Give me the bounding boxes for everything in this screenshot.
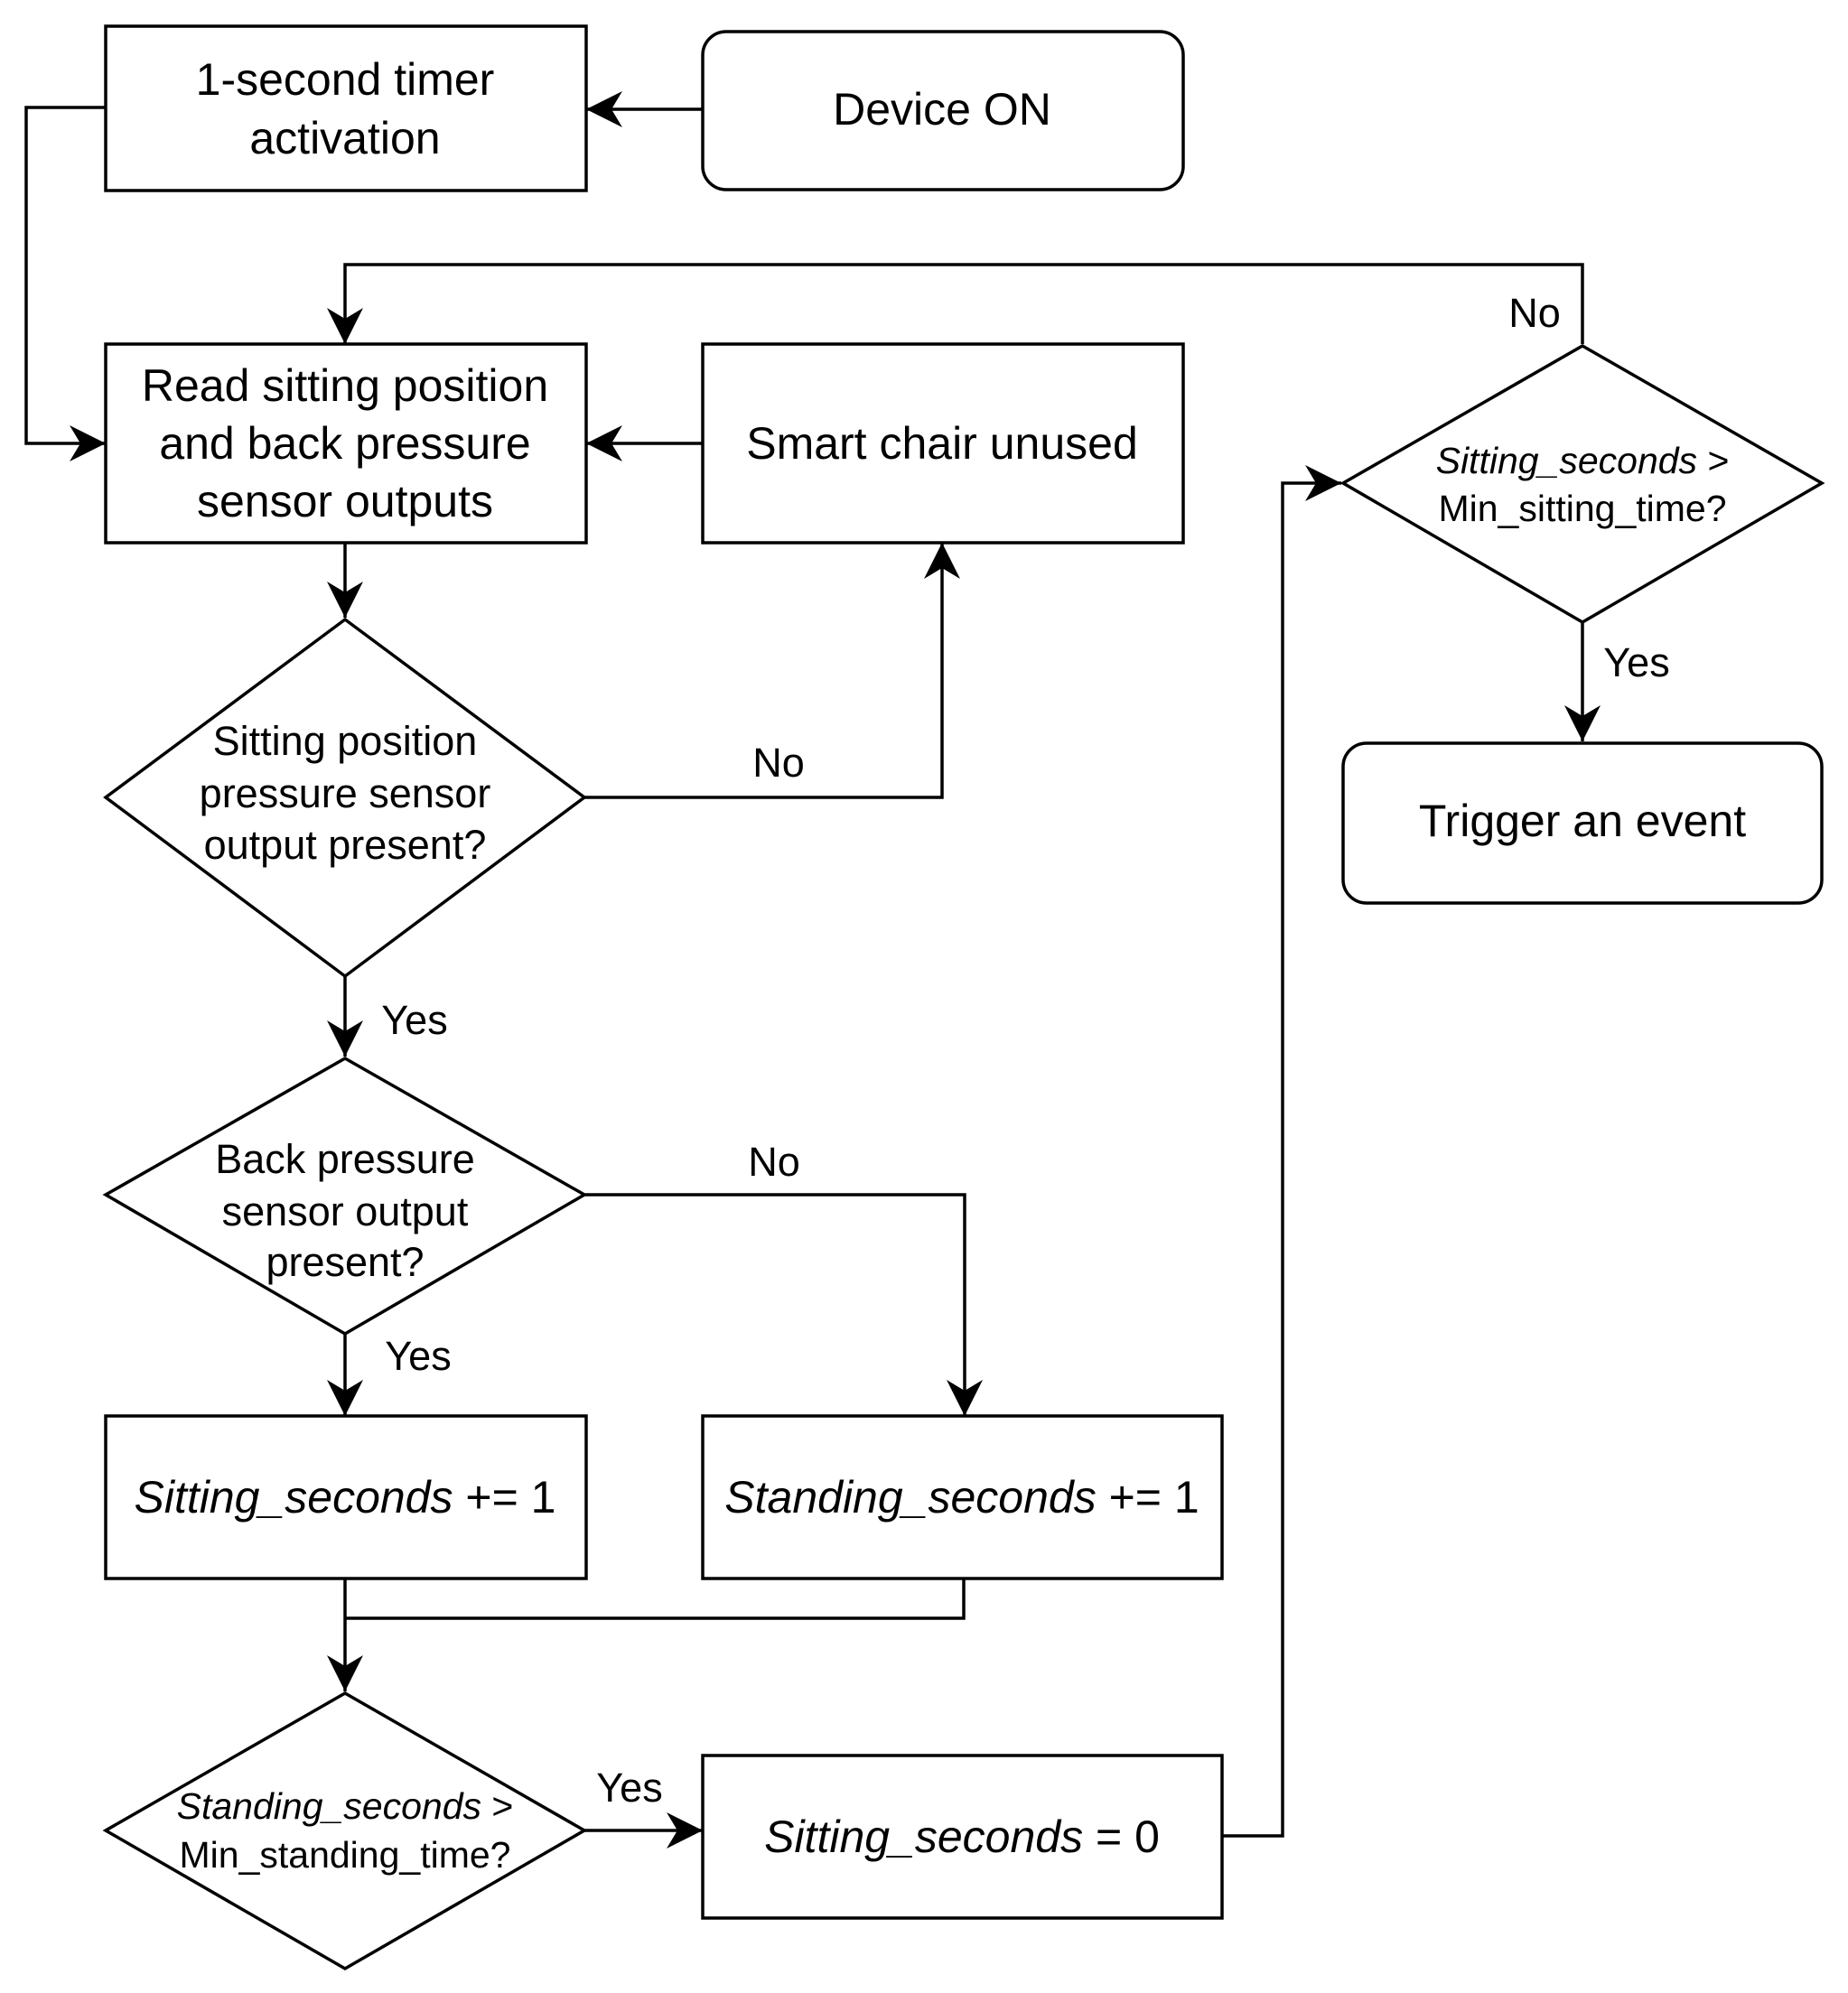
standing-check-decision: Standing_seconds > Min_standing_time? [102,1690,588,1971]
edge-standing-inc-join [345,1579,966,1620]
sitting-present-line3: output present? [204,822,487,868]
back-present-line3: present? [266,1239,424,1285]
sitting-present-decision: Sitting position pressure sensor output … [103,617,587,979]
back-present-line2: sensor output [222,1188,469,1234]
sitting-reset-node: Sitting_seconds = 0 [701,1754,1224,1920]
read-sensors-node: Read sitting position and back pressure … [104,342,588,545]
standing-check-line1: Standing_seconds > [177,1785,514,1827]
read-sensors-line3: sensor outputs [197,476,493,526]
read-sensors-line2: and back pressure [159,418,530,469]
sitting-inc-node: Sitting_seconds += 1 [104,1414,588,1580]
label-sitting-present-no: No [752,740,805,786]
back-present-line1: Back pressure [215,1136,475,1182]
sitting-reset-label: Sitting_seconds = 0 [764,1811,1160,1862]
trigger-label: Trigger an event [1419,796,1746,846]
sitting-inc-label: Sitting_seconds += 1 [134,1472,555,1523]
timer-node: 1-second timer activation [104,24,588,192]
label-back-present-yes: Yes [385,1333,451,1379]
label-back-present-no: No [748,1139,800,1185]
label-standing-check-yes: Yes [596,1765,662,1811]
edge-sitting-present-no-to-chair-unused [584,543,960,799]
timer-label-line1: 1-second timer [196,54,495,105]
edge-timer-to-read-sensors [24,106,106,461]
trigger-node: Trigger an event [1341,741,1824,905]
timer-label-line2: activation [249,113,440,163]
sitting-check-decision: Sitting_seconds > Min_sitting_time? [1339,343,1825,625]
chair-unused-node: Smart chair unused [701,342,1185,545]
standing-inc-label: Standing_seconds += 1 [724,1472,1199,1523]
edges [24,91,1601,1849]
edge-sitting-check-no-to-read-sensors [327,263,1584,344]
sitting-check-line2: Min_sitting_time? [1438,488,1726,529]
sitting-present-line1: Sitting position [213,718,478,764]
device-on-node: Device ON [701,30,1185,191]
sitting-check-line1: Sitting_seconds > [1436,440,1730,481]
label-sitting-check-no: No [1508,290,1561,336]
read-sensors-line1: Read sitting position [142,360,548,411]
standing-check-line2: Min_standing_time? [180,1834,511,1876]
back-present-decision: Back pressure sensor output present? [102,1056,588,1336]
label-sitting-check-yes: Yes [1603,639,1669,685]
label-sitting-present-yes: Yes [381,997,447,1043]
sitting-present-line2: pressure sensor [200,770,491,816]
edge-labels: No Yes No Yes Yes No Yes [381,290,1669,1811]
edge-back-present-no-to-standing-inc [584,1193,983,1416]
edge-sitting-reset-to-sitting-check [1222,465,1341,1838]
device-on-label: Device ON [833,84,1051,135]
chair-unused-label: Smart chair unused [746,418,1138,469]
standing-inc-node: Standing_seconds += 1 [701,1414,1224,1580]
